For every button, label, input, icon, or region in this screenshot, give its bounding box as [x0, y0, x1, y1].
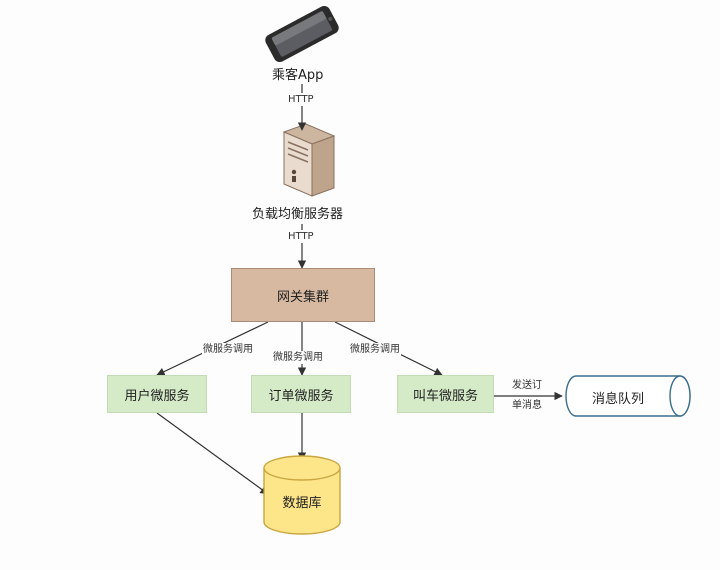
edge-user-to-db [156, 412, 269, 495]
server-tower-icon [282, 123, 336, 197]
car-service-node[interactable]: 叫车微服务 [397, 375, 494, 413]
send-msg-label-line2: 单消息 [511, 399, 543, 412]
send-msg-label-line1: 发送订 [511, 379, 543, 392]
app-label: 乘客App [272, 68, 324, 83]
message-queue-shape [565, 375, 691, 417]
http-label-1: HTTP [287, 93, 315, 106]
call-label-order: 微服务调用 [272, 351, 324, 364]
database-shape [263, 455, 341, 535]
user-service-node[interactable]: 用户微服务 [107, 375, 207, 413]
smartphone-icon [265, 5, 339, 63]
http-label-2: HTTP [287, 230, 315, 243]
order-service-node[interactable]: 订单微服务 [251, 375, 351, 413]
user-service-label: 用户微服务 [124, 388, 190, 404]
call-label-user: 微服务调用 [202, 343, 254, 356]
gateway-cluster-node[interactable]: 网关集群 [231, 268, 375, 322]
database-label: 数据库 [282, 496, 322, 511]
message-queue-label: 消息队列 [592, 392, 645, 407]
order-service-label: 订单微服务 [268, 388, 334, 404]
gateway-cluster-label: 网关集群 [276, 289, 329, 305]
load-balancer-label: 负载均衡服务器 [252, 207, 344, 222]
car-service-label: 叫车微服务 [412, 388, 478, 404]
call-label-car: 微服务调用 [349, 343, 401, 356]
